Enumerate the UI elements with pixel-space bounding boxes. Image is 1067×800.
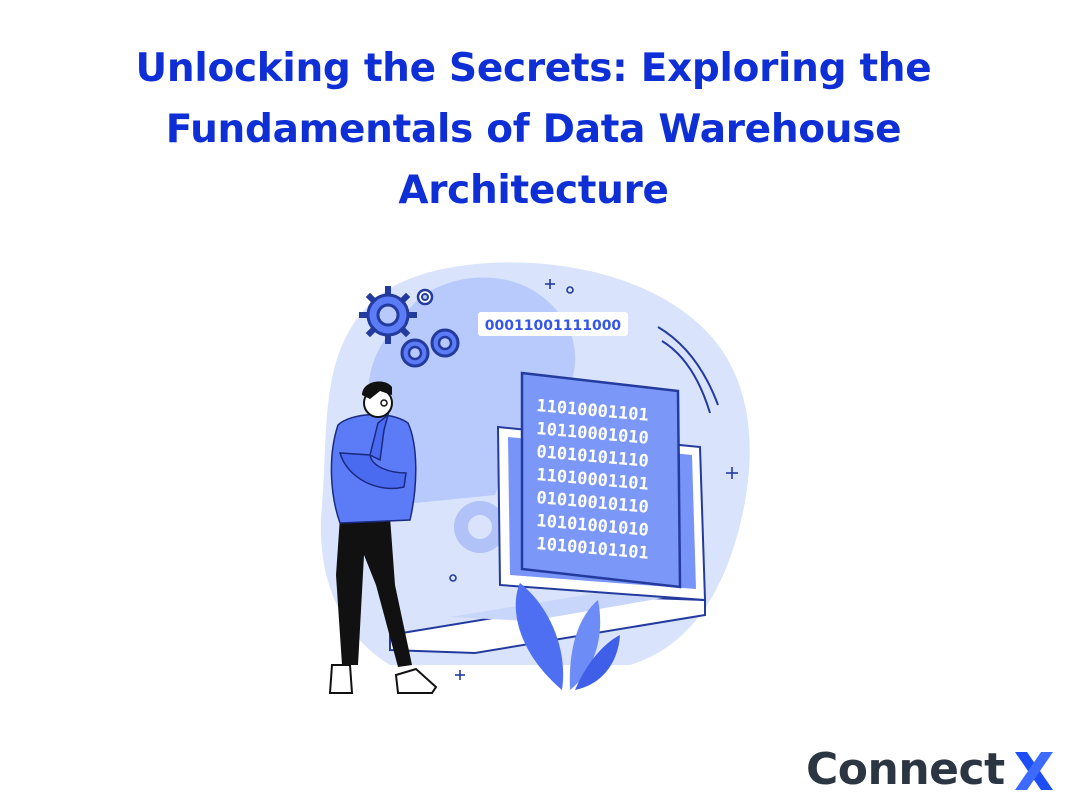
data-warehouse-illustration: 00011001111000 11010001101 10110001010 0… — [320, 262, 750, 694]
gear-icon — [416, 288, 434, 306]
sparkle-icon — [449, 279, 738, 680]
x-logo-icon — [1015, 752, 1053, 790]
title-line-3: Architecture — [398, 168, 669, 213]
page-title: Unlocking the Secrets: Exploring the Fun… — [0, 38, 1067, 221]
title-line-1: Unlocking the Secrets: Exploring the — [135, 46, 932, 91]
gear-icon — [359, 286, 417, 344]
plant — [515, 583, 620, 690]
person — [328, 381, 438, 694]
binary-badge — [478, 312, 628, 336]
data-panel: 11010001101 10110001010 01010101110 1101… — [520, 371, 682, 589]
gear-icon — [430, 328, 460, 358]
connect-logo: Connect — [806, 744, 1056, 796]
logo-text: Connect — [806, 744, 1005, 795]
binary-badge-text: 00011001111000 — [485, 318, 622, 334]
gear-icon — [400, 338, 430, 368]
title-line-2: Fundamentals of Data Warehouse — [165, 107, 902, 152]
gear-icon — [454, 501, 506, 553]
